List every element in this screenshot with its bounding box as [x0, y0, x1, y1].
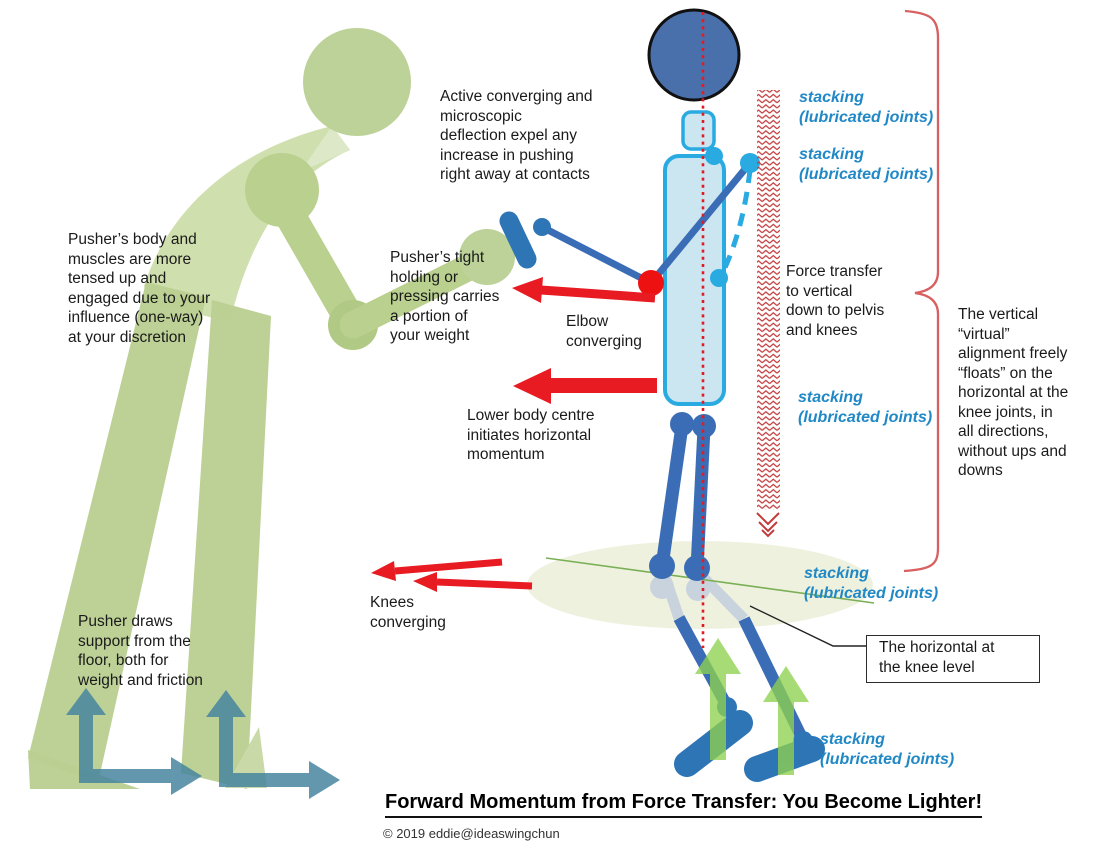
subject-neck — [681, 110, 716, 151]
floor-support-arrows — [66, 688, 340, 799]
stacking-label-4: stacking (lubricated joints) — [804, 565, 939, 603]
wrist-joint — [533, 218, 551, 236]
lift-arrows — [695, 638, 809, 775]
shoulder-lower-joint — [710, 269, 728, 287]
momentum-arrow — [513, 368, 657, 404]
pusher-back-leg — [28, 282, 206, 783]
diagram-title: Forward Momentum from Force Transfer: Yo… — [385, 791, 983, 818]
floor-arrow-right-front — [219, 761, 340, 799]
subject-hand — [499, 211, 537, 269]
stacking-label-1: stacking (lubricated joints) — [799, 89, 934, 127]
annotation-pushers-tight: Pusher’s tight holding or pressing carri… — [390, 249, 500, 345]
knee-joint-right — [684, 555, 710, 581]
copyright-note: © 2019 eddie@ideaswingchun — [383, 826, 560, 841]
hip-joint-right — [692, 414, 716, 438]
shoulder-joint — [705, 147, 723, 165]
ankle-joint-right — [793, 731, 813, 751]
pusher-hand — [459, 229, 515, 285]
annotation-lower-body: Lower body centre initiates horizontal m… — [467, 407, 595, 464]
right-curly-brace — [903, 9, 940, 573]
knee-level-box: The horizontal at the knee level — [866, 635, 1040, 684]
shoulder-dashed-link — [718, 169, 753, 278]
ghost-knee-left — [650, 575, 674, 599]
stacking-label-3: stacking (lubricated joints) — [798, 389, 933, 427]
pusher-front-leg — [181, 300, 271, 789]
knee-arrow-upper — [371, 558, 503, 581]
thigh-left — [655, 425, 689, 567]
stacking-label-5: stacking (lubricated joints) — [820, 731, 955, 769]
knee-joint-left — [649, 553, 675, 579]
subject-forearm — [540, 223, 653, 287]
pusher-front-foot — [225, 727, 267, 788]
floor-arrow-up-front — [206, 690, 246, 786]
stacking-label-2: stacking (lubricated joints) — [799, 146, 934, 184]
pusher-figure — [28, 28, 515, 789]
subject-head — [647, 8, 741, 102]
pusher-head — [303, 28, 411, 136]
elbow-converging-arrow — [512, 277, 656, 303]
floor-arrow-up-back — [66, 688, 106, 782]
shoulder-outer-joint — [740, 153, 760, 173]
knee-box-pointer-line — [749, 605, 866, 647]
lift-arrow-right-foot — [763, 666, 809, 775]
annotation-active-converging: Active converging and microscopic deflec… — [440, 88, 593, 184]
elbow-contact-point — [638, 270, 664, 296]
subject-upper-body — [499, 8, 760, 406]
annotation-pusher-draws: Pusher draws support from the floor, bot… — [78, 613, 203, 689]
annotation-pushers-body: Pusher’s body and muscles are more tense… — [68, 231, 211, 346]
subject-upper-arm — [648, 160, 753, 286]
force-transfer-zigzag — [756, 90, 780, 538]
label-elbow-converging: Elbow converging — [566, 313, 642, 350]
knee-arrow-lower — [413, 572, 533, 592]
pusher-torso-cap — [300, 126, 350, 172]
annotation-vertical-virtual: The vertical “virtual” alignment freely … — [958, 306, 1069, 480]
lift-arrow-left-foot — [695, 638, 741, 760]
annotation-force-transfer: Force transfer to vertical down to pelvi… — [786, 263, 885, 339]
knee-level-line — [545, 557, 875, 604]
floor-arrow-right-back — [79, 757, 202, 795]
label-knees-converging: Knees converging — [370, 594, 446, 631]
hip-joint-left — [670, 412, 694, 436]
push-arrows — [371, 277, 657, 592]
